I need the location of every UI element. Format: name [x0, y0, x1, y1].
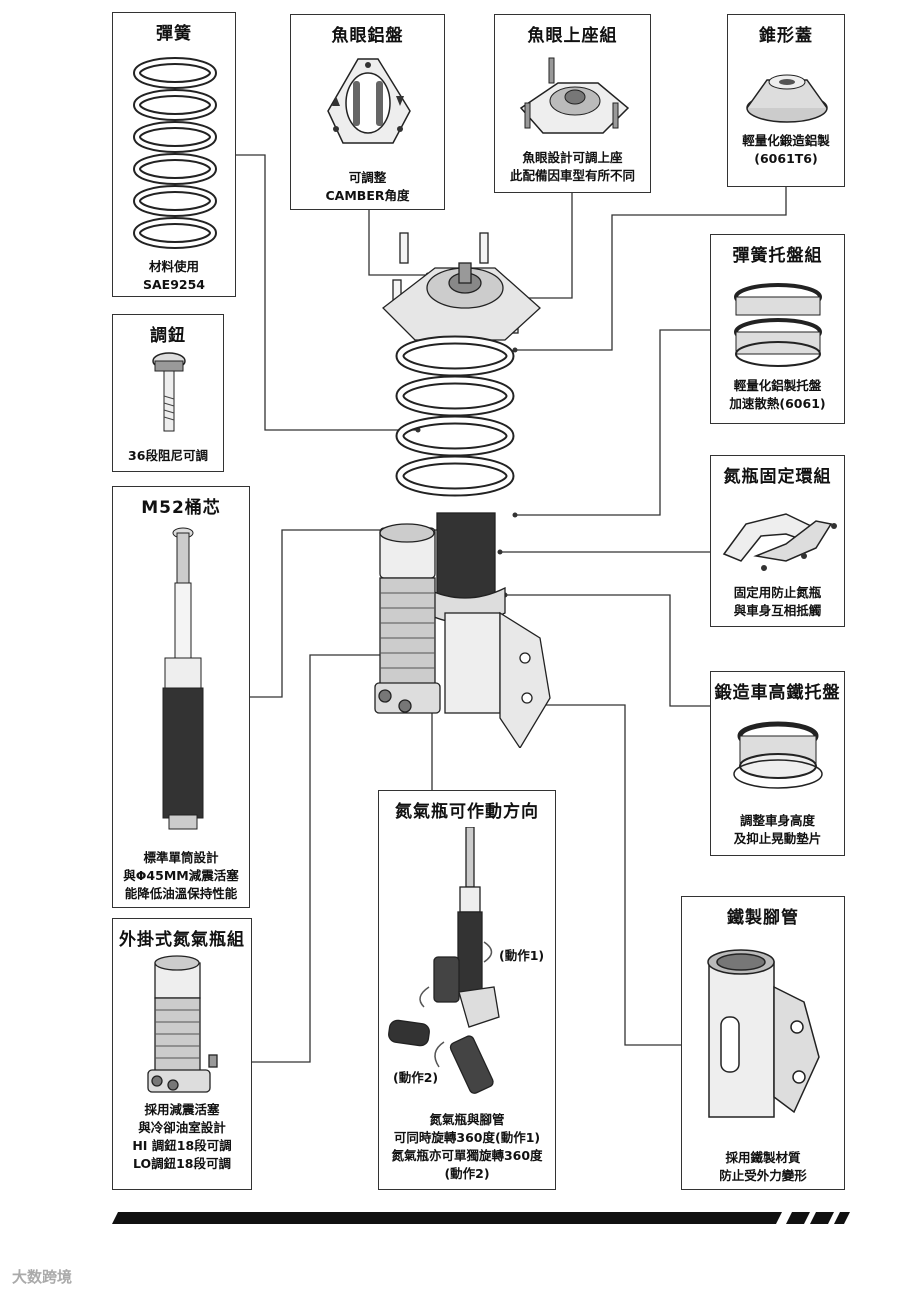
- external-reservoir-box: 外掛式氮氣瓶組 採用減震活塞 與冷卻油室設計 HI 調鈕18段可調 LO調鈕18…: [112, 918, 252, 1190]
- external-reservoir-desc-2: 與冷卻油室設計: [138, 1120, 226, 1135]
- external-reservoir-title: 外掛式氮氣瓶組: [119, 930, 245, 950]
- camber-plate-illustration: [327, 58, 411, 144]
- steel-housing-desc-2: 防止受外力變形: [719, 1168, 807, 1183]
- spring-illustration: [133, 57, 217, 249]
- steel-housing-title: 鐵製腳管: [727, 908, 799, 928]
- cone-cover-title: 錐形蓋: [759, 26, 813, 46]
- height-seat-title: 鍛造車高鐵托盤: [714, 683, 841, 703]
- cartridge-box: M52桶芯 標準單筒設計 與Φ45MM減震活塞 能降低油溫保持性能: [112, 486, 250, 908]
- spring-seat-title: 彈簧托盤組: [732, 246, 823, 266]
- bottom-stripe-bar: [112, 1212, 850, 1224]
- bottle-clamp-desc-2: 與車身互相抵觸: [733, 603, 822, 618]
- cone-cover-desc-2: (6061T6): [754, 151, 818, 166]
- bottle-clamp-desc-1: 固定用防止氮瓶: [733, 585, 822, 600]
- rotation-action1-label: (動作1): [499, 948, 545, 963]
- cone-cover-desc-1: 輕量化鍛造鋁製: [742, 133, 830, 148]
- rotation-title: 氮氣瓶可作動方向: [395, 802, 539, 822]
- pillow-mount-box: 魚眼上座組 魚眼設計可調上座 此配備因車型有所不同: [494, 14, 651, 193]
- watermark-text: 大数跨境: [12, 1268, 73, 1286]
- camber-plate-box: 魚眼鋁盤 可調整 CAMBER角度: [290, 14, 445, 210]
- camber-plate-title: 魚眼鋁盤: [331, 26, 404, 46]
- spring-seat-desc-2: 加速散熱(6061): [729, 396, 826, 411]
- rotation-illustration: [388, 827, 500, 1094]
- height-seat-desc-1: 調整車身高度: [739, 813, 815, 828]
- steel-housing-illustration: [707, 949, 820, 1118]
- cone-cover-illustration: [746, 74, 828, 123]
- height-seat-desc-2: 及抑止晃動墊片: [733, 831, 822, 846]
- spring-desc-1: 材料使用: [148, 259, 199, 274]
- rotation-box: 氮氣瓶可作動方向 (動作1) (動作2) 氮氣瓶與腳管 可同時旋轉360度(動作…: [378, 790, 556, 1190]
- camber-plate-desc-1: 可調整: [348, 170, 387, 185]
- pillow-mount-desc-2: 此配備因車型有所不同: [509, 168, 635, 183]
- knob-title: 調鈕: [150, 326, 186, 346]
- external-reservoir-desc-1: 採用減震活塞: [144, 1102, 220, 1117]
- rotation-desc-2: 可同時旋轉360度(動作1): [393, 1130, 541, 1145]
- pillow-mount-desc-1: 魚眼設計可調上座: [522, 150, 623, 165]
- steel-housing-desc-1: 採用鐵製材質: [725, 1150, 801, 1165]
- spring-box: 彈簧 材料使用 SAE9254: [112, 12, 236, 297]
- coilover-assembly-illustration: [374, 232, 551, 748]
- rotation-action2-label: (動作2): [393, 1070, 439, 1085]
- bottle-clamp-box: 氮瓶固定環組 固定用防止氮瓶 與車身互相抵觸: [710, 455, 845, 627]
- rotation-desc-4: (動作2): [444, 1166, 490, 1181]
- pillow-mount-title: 魚眼上座組: [527, 26, 618, 46]
- knob-desc-1: 36段阻尼可調: [128, 448, 208, 463]
- rotation-desc-1: 氮氣瓶與腳管: [429, 1112, 505, 1127]
- steel-housing-box: 鐵製腳管 採用鐵製材質 防止受外力變形: [681, 896, 845, 1190]
- cartridge-illustration: [162, 527, 204, 830]
- cartridge-title: M52桶芯: [141, 498, 221, 518]
- height-seat-box: 鍛造車高鐵托盤 調整車身高度 及抑止晃動墊片: [710, 671, 845, 856]
- cone-cover-box: 錐形蓋 輕量化鍛造鋁製 (6061T6): [727, 14, 845, 187]
- spring-seat-illustration: [734, 283, 822, 367]
- knob-illustration: [152, 352, 186, 432]
- external-reservoir-illustration: [147, 955, 218, 1093]
- bottle-clamp-title: 氮瓶固定環組: [723, 467, 832, 487]
- external-reservoir-desc-4: LO調鈕18段可調: [132, 1156, 232, 1171]
- pillow-mount-illustration: [519, 57, 630, 134]
- spring-title: 彈簧: [156, 24, 192, 44]
- height-seat-illustration: [733, 721, 823, 789]
- rotation-desc-3: 氮氣瓶亦可單獨旋轉360度: [391, 1148, 543, 1163]
- cartridge-desc-1: 標準單筒設計: [143, 850, 219, 865]
- camber-plate-desc-2: CAMBER角度: [325, 188, 410, 203]
- cartridge-desc-3: 能降低油溫保持性能: [124, 886, 238, 901]
- external-reservoir-desc-3: HI 調鈕18段可調: [132, 1138, 232, 1153]
- spring-seat-desc-1: 輕量化鋁製托盤: [733, 378, 822, 393]
- spring-desc-2: SAE9254: [142, 277, 205, 292]
- cartridge-desc-2: 與Φ45MM減震活塞: [123, 868, 239, 883]
- spring-seat-box: 彈簧托盤組 輕量化鋁製托盤 加速散熱(6061): [710, 234, 845, 424]
- bottle-clamp-illustration: [722, 513, 837, 571]
- knob-box: 調鈕 36段阻尼可調: [112, 314, 224, 472]
